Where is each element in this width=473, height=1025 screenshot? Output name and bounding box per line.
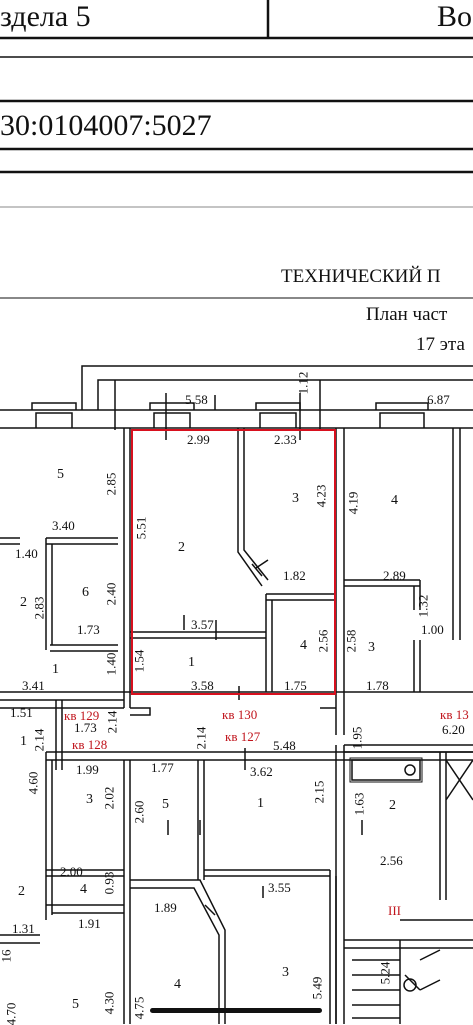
room-number: 4 <box>391 493 398 508</box>
dim-1-40b: 1.40 <box>103 652 119 676</box>
dim-2-02: 2.02 <box>101 786 117 810</box>
room-number: 4 <box>80 882 87 897</box>
dim-4-19: 4.19 <box>345 491 361 515</box>
dim-3-57: 3.57 <box>191 617 214 632</box>
room-number: 1 <box>188 655 195 670</box>
dim-1-91: 1.91 <box>78 916 101 931</box>
room-number: 3 <box>86 792 93 807</box>
room-number: 5 <box>72 997 79 1012</box>
dim-5-51: 5.51 <box>133 516 149 540</box>
cadastral-number: 30:0104007:5027 <box>0 109 212 142</box>
dim-2-89: 2.89 <box>383 568 406 583</box>
room-number: 3 <box>282 965 289 980</box>
header-right-text: Во <box>437 0 473 33</box>
dim-3-41: 3.41 <box>22 678 45 693</box>
dim-3-58: 3.58 <box>191 678 214 693</box>
dim-2-33: 2.33 <box>274 432 297 447</box>
dim-1-75: 1.75 <box>284 678 307 693</box>
dim-16: 16 <box>0 949 14 963</box>
room-number: 3 <box>368 640 375 655</box>
dim-6-20: 6.20 <box>442 722 465 737</box>
apartment-label-130: кв 130 <box>222 707 258 722</box>
apartment-label-128: кв 128 <box>72 737 108 752</box>
room-number: 5 <box>162 797 169 812</box>
dim-3-55: 3.55 <box>268 880 291 895</box>
dim-0-93: 0.93 <box>101 871 117 895</box>
dim-1-00: 1.00 <box>421 622 444 637</box>
dim-3-40: 3.40 <box>52 518 75 533</box>
apartment-label-127: кв 127 <box>225 729 261 744</box>
dim-1-99: 1.99 <box>76 762 99 777</box>
dim-5-49: 5.49 <box>309 976 325 1000</box>
stair-label: III <box>388 903 401 918</box>
room-number: 4 <box>174 977 181 992</box>
dim-1-73b: 1.73 <box>74 720 97 735</box>
dim-1-40a: 1.40 <box>15 546 38 561</box>
room-number: 2 <box>389 798 396 813</box>
dim-1-32: 1.32 <box>415 594 431 618</box>
room-number: 1 <box>20 734 27 749</box>
dim-2-56b: 2.56 <box>380 853 403 868</box>
dim-1-82: 1.82 <box>283 568 306 583</box>
dim-5-58: 5.58 <box>185 392 208 407</box>
dim-2-00: 2.00 <box>60 864 83 879</box>
dim-2-83: 2.83 <box>31 596 47 620</box>
apartment-label-13x: кв 13 <box>440 707 469 722</box>
dim-1-54: 1.54 <box>131 649 147 673</box>
plan-title: ТЕХНИЧЕСКИЙ П <box>281 266 441 287</box>
room-number: 1 <box>257 796 264 811</box>
dim-2-56a: 2.56 <box>315 629 331 653</box>
dim-6-87: 6.87 <box>427 392 450 407</box>
dim-1-51: 1.51 <box>10 705 33 720</box>
room-number: 2 <box>18 884 25 899</box>
dim-5-48: 5.48 <box>273 738 296 753</box>
dim-2-15: 2.15 <box>311 780 327 804</box>
dim-1-31: 1.31 <box>12 921 35 936</box>
room-number: 2 <box>20 595 27 610</box>
room-number: 1 <box>52 662 59 677</box>
apartment-label-129: кв 129 <box>64 708 100 723</box>
dim-2-58: 2.58 <box>343 629 359 653</box>
room-number: 4 <box>300 638 307 653</box>
dim-4-60: 4.60 <box>25 771 41 795</box>
dim-2-14a: 2.14 <box>104 710 120 734</box>
dim-1-89: 1.89 <box>154 900 177 915</box>
dim-4-23: 4.23 <box>313 484 329 508</box>
room-number: 3 <box>292 491 299 506</box>
dim-1-95: 1.95 <box>349 726 365 750</box>
plan-subtitle-line2: 17 эта <box>416 334 465 355</box>
section-label: здела 5 <box>0 0 91 33</box>
home-indicator[interactable] <box>150 1008 322 1013</box>
dim-1-63: 1.63 <box>351 792 367 816</box>
apartment-130-outline <box>131 429 336 695</box>
dim-3-62: 3.62 <box>250 764 273 779</box>
dim-4-75: 4.75 <box>131 996 147 1020</box>
dim-4-30: 4.30 <box>101 991 117 1015</box>
dim-2-99: 2.99 <box>187 432 210 447</box>
dim-1-78: 1.78 <box>366 678 389 693</box>
plan-subtitle-line1: План част <box>366 304 448 325</box>
dim-2-40: 2.40 <box>103 582 119 606</box>
dim-1-12: 1.12 <box>295 371 311 395</box>
dim-5-24: 5.24 <box>377 961 393 985</box>
dim-2-85: 2.85 <box>103 472 119 496</box>
header-table: здела 5 Во 30:0104007:5027 <box>0 0 473 210</box>
dim-1-73a: 1.73 <box>77 622 100 637</box>
dim-2-60: 2.60 <box>131 800 147 824</box>
dim-2-14b: 2.14 <box>31 728 47 752</box>
room-number: 2 <box>178 540 185 555</box>
dim-1-77: 1.77 <box>151 760 174 775</box>
room-number: 5 <box>57 467 64 482</box>
dim-2-14c: 2.14 <box>193 726 209 750</box>
dim-4-70: 4.70 <box>3 1002 19 1025</box>
room-number: 6 <box>82 585 89 600</box>
